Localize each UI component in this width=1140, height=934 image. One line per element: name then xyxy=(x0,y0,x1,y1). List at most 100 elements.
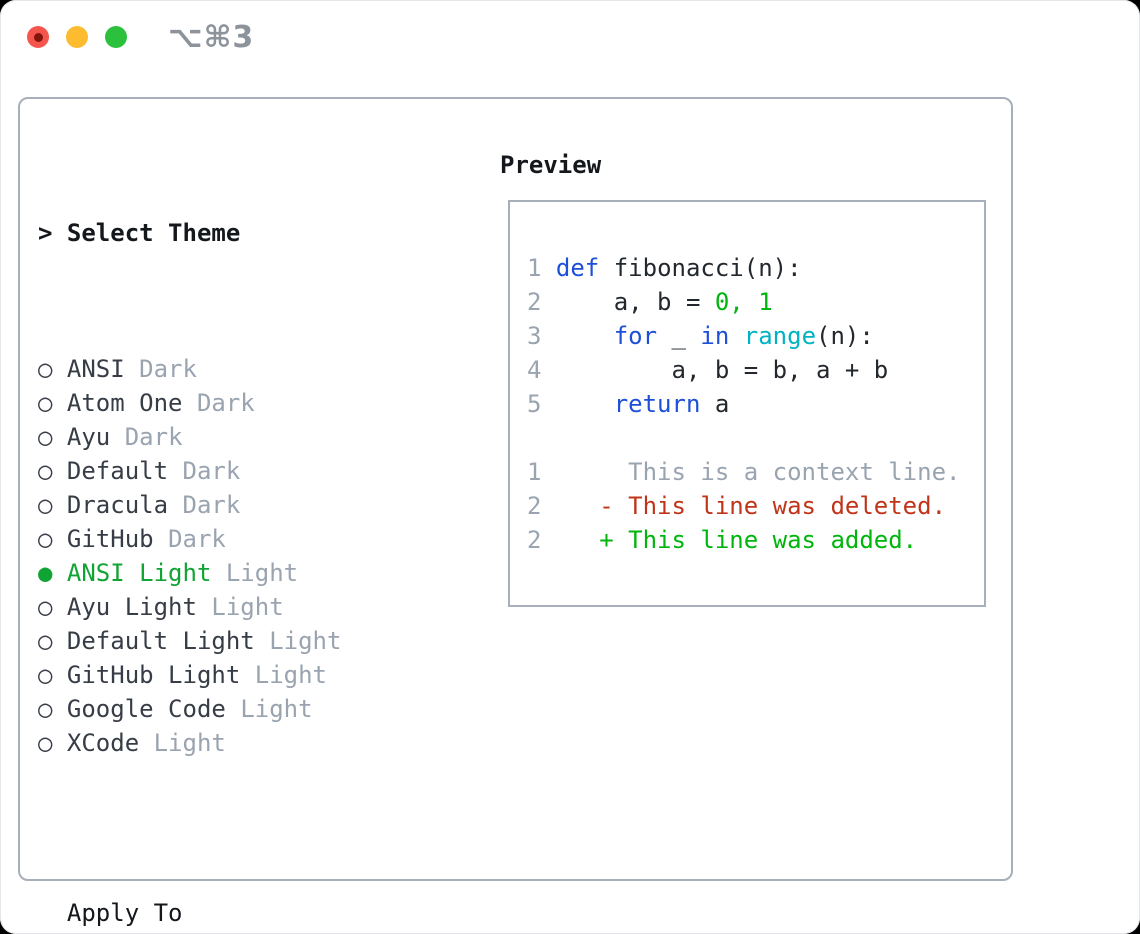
theme-variant-label: Light xyxy=(240,695,313,723)
theme-name-label: ANSI xyxy=(66,355,125,383)
radio-unselected-icon: ○ xyxy=(38,423,53,451)
theme-variant-label: Light xyxy=(254,661,327,689)
code-token: fibonacci(n): xyxy=(599,254,802,282)
code-token xyxy=(556,390,614,418)
theme-name-label: Default xyxy=(66,457,169,485)
theme-option-default[interactable]: ○ Default Dark xyxy=(38,454,500,488)
code-line-1: 1 def fibonacci(n): xyxy=(527,251,974,285)
code-line-4: 4 a, b = b, a + b xyxy=(527,353,974,387)
radio-unselected-icon: ○ xyxy=(38,627,53,655)
code-line-3: 3 for _ in range(n): xyxy=(527,319,974,353)
theme-variant-label: Dark xyxy=(182,491,241,519)
code-token: for xyxy=(613,322,658,350)
focus-caret-icon: > xyxy=(38,219,53,247)
preview-section: Preview 1 def fibonacci(n):2 a, b = 0, 1… xyxy=(500,148,1011,879)
theme-variant-label: Dark xyxy=(139,355,197,383)
code-token: def xyxy=(555,254,600,282)
code-token: a, b = xyxy=(555,288,715,316)
radio-unselected-icon: ○ xyxy=(38,525,53,553)
diff-line-context: 1 This is a context line. xyxy=(527,455,974,489)
select-theme-heading: > Select Theme xyxy=(38,216,500,250)
theme-option-ansi[interactable]: ○ ANSI Dark xyxy=(38,352,500,386)
radio-unselected-icon: ○ xyxy=(38,389,53,417)
code-token: in xyxy=(700,322,730,350)
line-number: 2 xyxy=(527,526,542,554)
theme-option-google-code[interactable]: ○ Google Code Light xyxy=(38,692,500,726)
theme-variant-label: Dark xyxy=(168,525,226,553)
radio-unselected-icon: ○ xyxy=(38,355,53,383)
minimize-button[interactable] xyxy=(66,26,88,48)
theme-name-label: ANSI Light xyxy=(66,559,212,587)
code-token: a xyxy=(700,390,730,418)
theme-option-ayu-light[interactable]: ○ Ayu Light Light xyxy=(38,590,500,624)
theme-name-label: XCode xyxy=(66,729,140,757)
traffic-lights xyxy=(27,26,127,48)
theme-name-label: GitHub Light xyxy=(66,661,241,689)
edited-indicator-dot xyxy=(33,32,43,42)
theme-option-default-light[interactable]: ○ Default Light Light xyxy=(38,624,500,658)
preview-heading: Preview xyxy=(500,151,602,179)
code-line-5: 5 return a xyxy=(527,387,974,421)
code-token: _ xyxy=(657,322,701,350)
code-token: a, b = b, a + b xyxy=(555,356,889,384)
titlebar: ⌥⌘3 xyxy=(0,0,1140,74)
theme-variant-label: Dark xyxy=(182,457,241,485)
theme-name-label: Ayu xyxy=(66,423,111,451)
radio-unselected-icon: ○ xyxy=(38,695,53,723)
select-theme-heading-label: Select Theme xyxy=(66,219,241,247)
theme-option-github-light[interactable]: ○ GitHub Light Light xyxy=(38,658,500,692)
code-token: return xyxy=(613,390,701,418)
code-line-2: 2 a, b = 0, 1 xyxy=(527,285,974,319)
code-token: 0, 1 xyxy=(714,288,773,316)
theme-name-label: Google Code xyxy=(66,695,226,723)
line-number: 5 xyxy=(527,390,542,418)
line-number: 2 xyxy=(527,288,542,316)
theme-name-label: Default Light xyxy=(66,627,255,655)
line-number: 2 xyxy=(527,492,542,520)
radio-unselected-icon: ○ xyxy=(38,729,53,757)
radio-unselected-icon: ○ xyxy=(38,457,53,485)
theme-selector-section: > Select Theme ○ ANSI Dark○ Atom One Dar… xyxy=(38,148,500,927)
theme-picker-panel: > Select Theme ○ ANSI Dark○ Atom One Dar… xyxy=(18,97,1013,927)
line-number: 4 xyxy=(527,356,542,384)
theme-name-label: Ayu Light xyxy=(66,593,197,621)
code-token: (n): xyxy=(816,322,874,350)
radio-selected-icon: ● xyxy=(38,559,53,587)
close-button[interactable] xyxy=(27,26,49,48)
window-title: ⌥⌘3 xyxy=(168,19,255,55)
theme-option-ansi-light[interactable]: ● ANSI Light Light xyxy=(38,556,500,590)
theme-variant-label: Light xyxy=(225,559,299,587)
diff-text: + This line was added. xyxy=(541,526,918,554)
theme-variant-label: Dark xyxy=(196,389,255,417)
theme-option-atom-one[interactable]: ○ Atom One Dark xyxy=(38,386,500,420)
radio-unselected-icon: ○ xyxy=(38,593,53,621)
theme-name-label: Dracula xyxy=(66,491,169,519)
theme-name-label: GitHub xyxy=(66,525,154,553)
diff-text: This is a context line. xyxy=(541,458,961,486)
radio-unselected-icon: ○ xyxy=(38,661,53,689)
code-token xyxy=(729,322,743,350)
diff-text: - This line was deleted. xyxy=(541,492,947,520)
diff-preview: 1 This is a context line. 2 - This line w… xyxy=(527,455,974,557)
code-token xyxy=(556,322,614,350)
theme-list: ○ ANSI Dark○ Atom One Dark○ Ayu Dark○ De… xyxy=(38,352,500,760)
line-number: 3 xyxy=(527,322,542,350)
theme-option-xcode[interactable]: ○ XCode Light xyxy=(38,726,500,760)
diff-line-added: 2 + This line was added. xyxy=(527,523,974,557)
apply-to-heading: Apply To xyxy=(66,899,183,927)
zoom-button[interactable] xyxy=(105,26,127,48)
theme-option-github[interactable]: ○ GitHub Dark xyxy=(38,522,500,556)
radio-unselected-icon: ○ xyxy=(38,491,53,519)
line-number: 1 xyxy=(527,254,542,282)
theme-variant-label: Light xyxy=(211,593,284,621)
theme-variant-label: Light xyxy=(269,627,342,655)
theme-option-dracula[interactable]: ○ Dracula Dark xyxy=(38,488,500,522)
code-token: range xyxy=(743,322,817,350)
theme-option-ayu[interactable]: ○ Ayu Dark xyxy=(38,420,500,454)
theme-variant-label: Dark xyxy=(124,423,183,451)
line-number: 1 xyxy=(527,458,542,486)
